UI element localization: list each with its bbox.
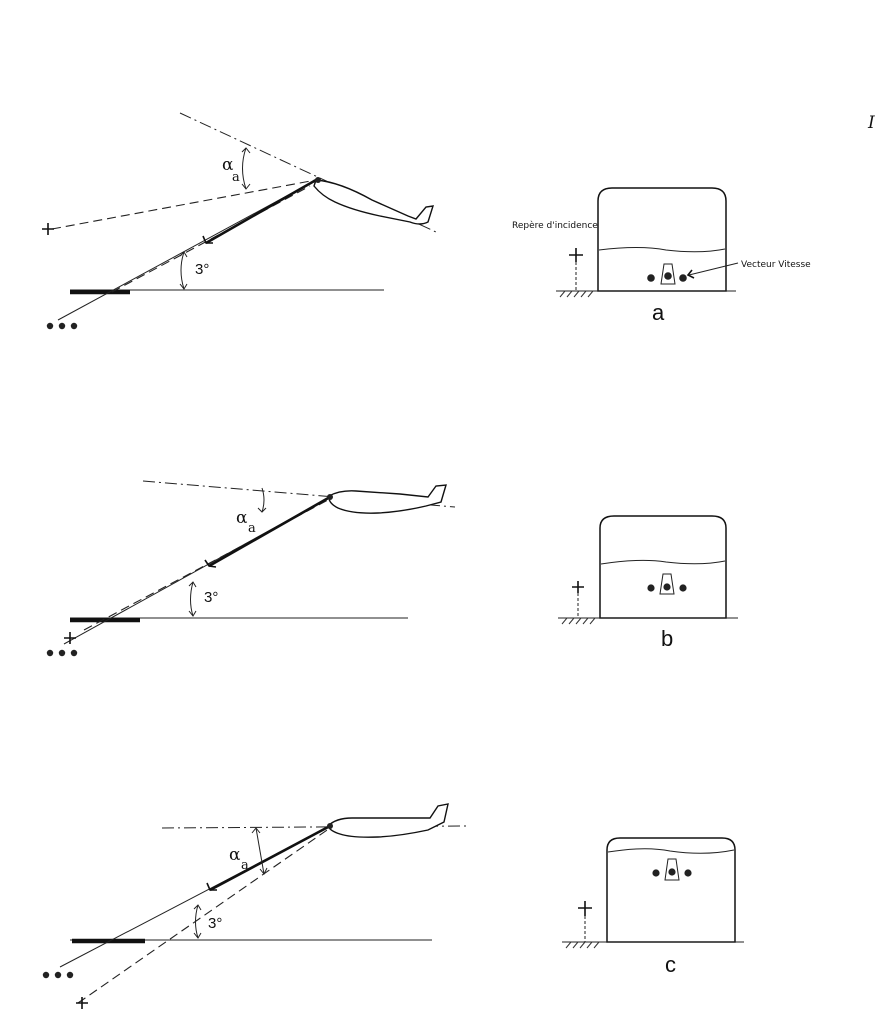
slope-arrow xyxy=(193,904,202,939)
incidence-ref-dashed xyxy=(77,827,331,1004)
incidence-cross xyxy=(64,632,76,644)
velocity-vector-symbol xyxy=(652,858,692,881)
alpha-symbol: α xyxy=(222,155,234,175)
alpha-dimension-line xyxy=(255,827,265,875)
alpha-subscript: a xyxy=(232,170,240,185)
hud-view-b: b xyxy=(558,515,738,651)
alpha-symbol: α xyxy=(229,845,241,865)
aircraft-silhouette xyxy=(327,484,447,514)
hud-screen xyxy=(599,515,727,619)
body-axis-line xyxy=(142,480,456,508)
velocity-vector-label: Vecteur Vitesse xyxy=(741,260,811,270)
incidence-marker-label: Repère d'incidence xyxy=(512,220,598,231)
alpha-symbol: α xyxy=(236,508,248,528)
incidence-marker-cross xyxy=(578,901,592,916)
velocity-vector-c xyxy=(209,824,331,892)
incidence-cross xyxy=(42,223,54,235)
hud-horizon-trace xyxy=(600,559,726,565)
slope-label: 3° xyxy=(208,915,222,932)
ground-hatch xyxy=(565,941,600,949)
alpha-arc xyxy=(242,147,247,190)
velocity-vector-a xyxy=(205,178,317,245)
velocity-vector-b xyxy=(208,495,331,568)
velocity-arrowhead xyxy=(202,235,213,244)
velocity-arrowhead xyxy=(206,882,217,891)
approach-view-c: α a 3° xyxy=(42,803,467,1009)
incidence-marker-cross xyxy=(572,581,584,593)
alpha-arrow xyxy=(257,507,267,513)
panel-letter-b: b xyxy=(661,626,673,651)
slope-label: 3° xyxy=(204,589,218,606)
hud-screen xyxy=(606,837,736,943)
alpha-arrow xyxy=(241,147,251,190)
ground-hatch xyxy=(561,617,596,625)
alpha-arrow xyxy=(251,827,268,875)
slope-arc xyxy=(180,251,185,290)
velocity-pointer-head xyxy=(686,269,695,279)
approach-view-a: α a 3° xyxy=(42,112,437,330)
body-axis-line xyxy=(179,112,437,233)
velocity-pointer xyxy=(688,262,739,276)
slope-arc xyxy=(190,581,194,617)
aircraft-silhouette xyxy=(313,177,434,225)
hud-view-a: Repère d'incidence Vecteur Vitesse a xyxy=(512,187,811,325)
slope-label: 3° xyxy=(195,261,209,278)
hud-horizon-trace xyxy=(598,247,726,253)
slope-arrow xyxy=(179,251,188,290)
panel-letter-c: c xyxy=(665,952,676,977)
hud-screen xyxy=(597,187,727,292)
alpha-subscript: a xyxy=(248,521,256,536)
slope-arrow xyxy=(188,581,197,617)
approach-lights xyxy=(46,322,78,330)
hud-horizon-trace xyxy=(607,848,735,854)
incidence-ref-dashed xyxy=(51,179,317,230)
velocity-vector-symbol xyxy=(647,573,687,595)
edge-mark: I xyxy=(867,113,875,133)
approach-lights xyxy=(46,649,78,657)
panel-letter-a: a xyxy=(652,300,665,325)
alpha-subscript: a xyxy=(241,858,249,873)
incidence-marker-cross xyxy=(569,248,583,262)
alpha-arc xyxy=(261,487,265,513)
ground-hatch xyxy=(559,290,594,298)
approach-lights xyxy=(42,971,74,979)
hud-view-c: c xyxy=(562,837,744,977)
slope-arc xyxy=(195,904,199,939)
velocity-arrowhead xyxy=(204,559,217,568)
aircraft-silhouette xyxy=(327,803,449,838)
approach-view-b: α a 3° xyxy=(46,480,456,657)
incidence-cross xyxy=(76,997,88,1009)
velocity-vector-symbol xyxy=(647,263,687,285)
